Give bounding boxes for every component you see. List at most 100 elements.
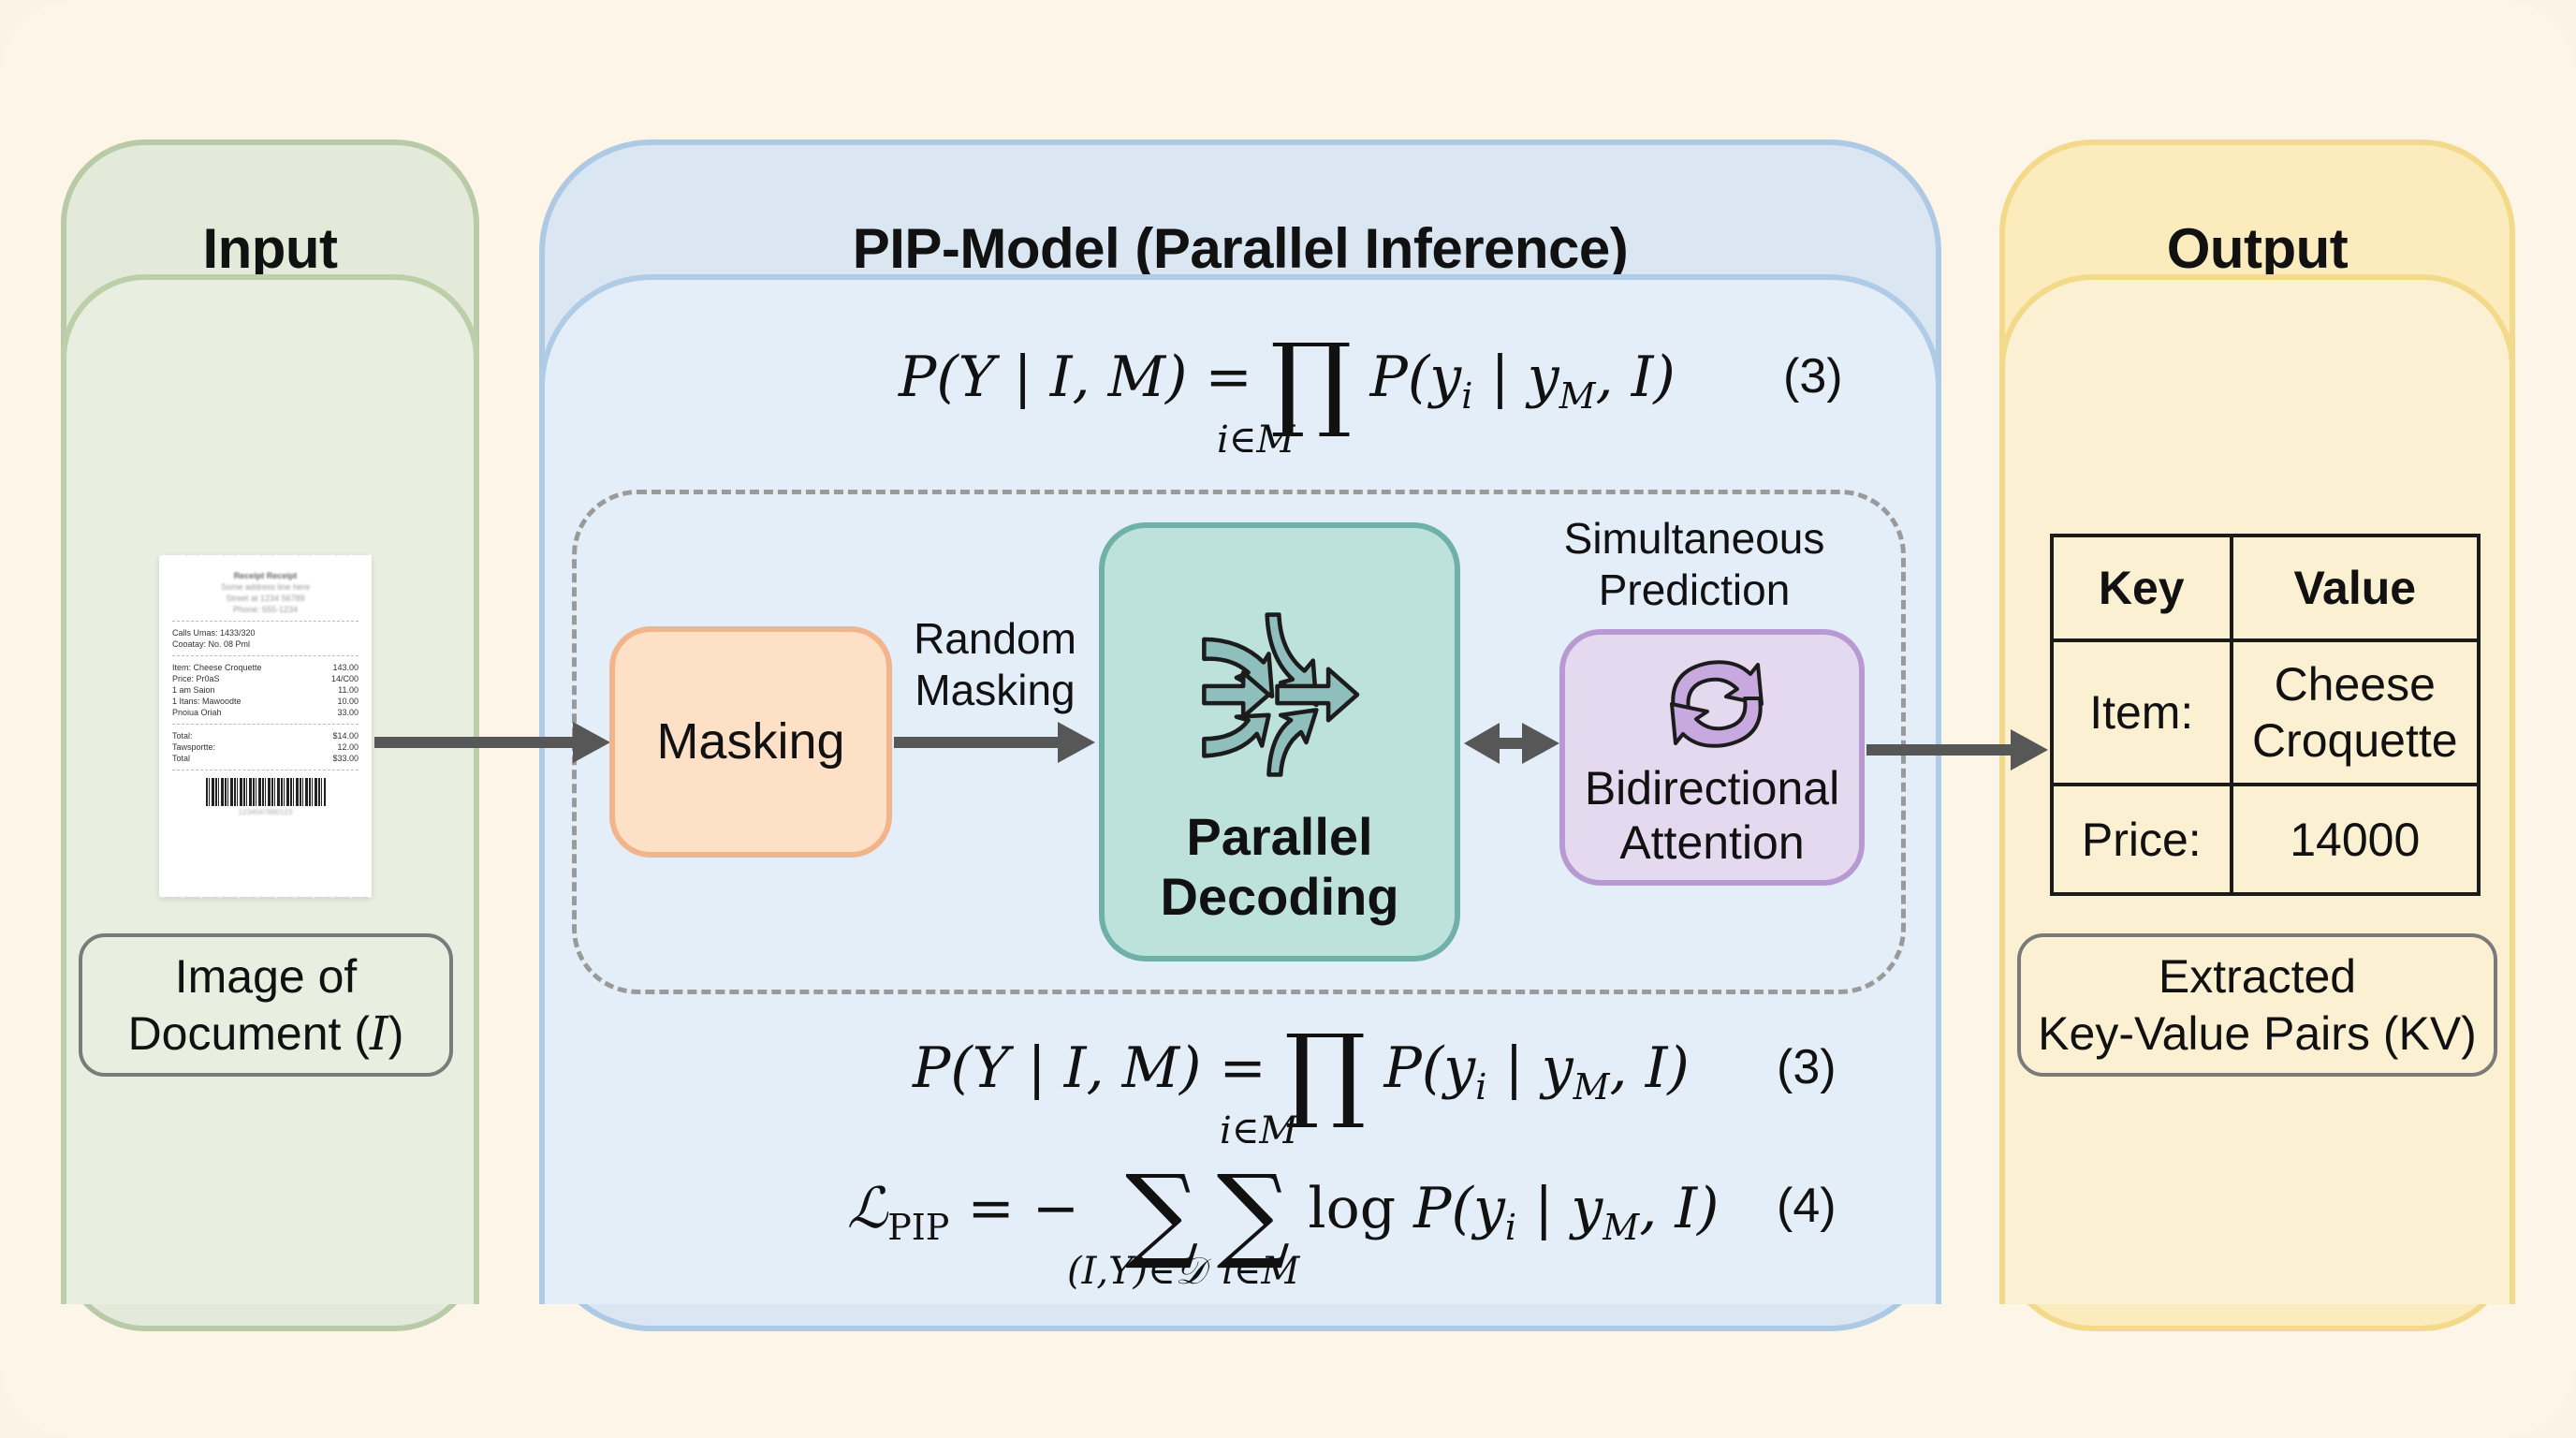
eq4-rhs: log P(yi | yM, I) xyxy=(1308,1176,1720,1248)
random-masking-caption-line2: Masking xyxy=(915,666,1076,715)
arrow-head-bidir-left xyxy=(1464,723,1500,764)
receipt-header-line: Street at 1234 56789 xyxy=(226,594,305,603)
receipt-separator xyxy=(172,621,359,622)
random-masking-caption-line1: Random xyxy=(914,614,1076,663)
kv-table-header-row: Key Value xyxy=(2050,534,2481,642)
arrow-attention-to-output xyxy=(1866,744,2012,756)
bidirectional-link xyxy=(1496,738,1524,749)
receipt-line: Total: $14.00 xyxy=(172,730,359,741)
receipt-line-amount: 11.00 xyxy=(338,685,359,695)
receipt-line-name: Tawsportte: xyxy=(172,742,216,752)
eq3-bottom-number: (3) xyxy=(1777,1040,1837,1094)
receipt-header-line: Some address line here xyxy=(220,582,311,592)
doc-label-symbol: I xyxy=(370,1005,388,1061)
eq4-equals: = − xyxy=(967,1176,1080,1241)
receipt-title: Receipt Receipt xyxy=(233,571,298,580)
parallel-decoding-label-line2: Decoding xyxy=(1160,867,1399,927)
barcode xyxy=(205,778,326,806)
equation-3-bottom: P(Y | I, M) = ∏ P(yi | yM, I) xyxy=(913,1020,1690,1123)
masking-node: Masking xyxy=(609,626,892,858)
receipt-line-name: Item: Cheese Croquette xyxy=(172,663,262,672)
arrow-head-attention-to-output xyxy=(2011,729,2048,770)
receipt-line-amount: 12.00 xyxy=(337,742,359,752)
receipt-line-amount: 143.00 xyxy=(332,663,359,672)
eq4-subscript-dataset: (I,Y)∈𝒟 xyxy=(1067,1250,1206,1293)
receipt-line: Total $33.00 xyxy=(172,753,359,764)
receipt-line-amount: 14/C00 xyxy=(330,674,359,683)
kv-header-value: Value xyxy=(2229,534,2481,642)
loss-subscript: PIP xyxy=(887,1207,950,1248)
receipt-line: Item: Cheese Croquette 143.00 xyxy=(172,662,359,673)
arrow-head-bidir-right xyxy=(1522,723,1559,764)
masking-label: Masking xyxy=(656,713,845,770)
receipt-separator xyxy=(172,724,359,725)
receipt-line-name: Total: xyxy=(172,731,193,741)
eq3-top-rhs: P(yi | yM, I) xyxy=(1369,345,1676,417)
simultaneous-caption-line2: Prediction xyxy=(1598,565,1791,615)
eq3-bottom-lhs: P(Y | I, M) = xyxy=(913,1035,1266,1101)
receipt-line-amount: 33.00 xyxy=(337,708,359,717)
kv-value-cell: Cheese Croquette xyxy=(2229,638,2481,786)
receipt-header-line: Phone: 555-1234 xyxy=(232,605,299,614)
receipt-meta-text: Cooatay: No. 08 Pml xyxy=(172,639,251,649)
receipt-torn-edge-top xyxy=(159,553,372,557)
parallel-decoding-node: Parallel Decoding xyxy=(1099,522,1460,961)
product-symbol: ∏ xyxy=(1269,321,1353,441)
receipt-line-amount: 10.00 xyxy=(337,697,359,706)
arrow-input-to-masking xyxy=(374,737,576,748)
document-image-label: Image of Document (I) xyxy=(79,933,453,1077)
receipt-line-name: Price: Pr0aS xyxy=(172,674,220,683)
receipt-meta: Cooatay: No. 08 Pml xyxy=(172,638,359,650)
receipt-line-name: Total xyxy=(172,754,191,763)
arrow-head-masking-to-decoding xyxy=(1058,722,1095,763)
table-row: Item: Cheese Croquette xyxy=(2050,638,2481,786)
kv-value-cell: 14000 xyxy=(2229,783,2481,896)
bidirectional-attention-label: Bidirectional Attention xyxy=(1565,762,1859,870)
model-panel-title: PIP-Model (Parallel Inference) xyxy=(852,217,1629,280)
simultaneous-caption-line1: Simultaneous xyxy=(1563,514,1825,563)
doc-label-paren: ) xyxy=(388,1006,404,1060)
receipt-line-amount: $33.00 xyxy=(332,754,359,763)
receipt-meta-text: Calls Umas: 1433/320 xyxy=(172,628,256,638)
receipt-meta: Calls Umas: 1433/320 xyxy=(172,627,359,638)
bidirectional-attention-node: Bidirectional Attention xyxy=(1559,629,1865,886)
output-panel-title: Output xyxy=(2166,217,2349,280)
kv-key-cell: Item: xyxy=(2050,638,2233,786)
equation-3-top: P(Y | I, M) = ∏ P(yi | yM, I) xyxy=(899,330,1676,433)
receipt-separator xyxy=(172,655,359,656)
receipt-line: 1 Itans: Mawoodte 10.00 xyxy=(172,696,359,707)
receipt-line-amount: $14.00 xyxy=(332,731,359,741)
refresh-cycle-icon xyxy=(1670,660,1764,748)
extracted-kv-label: Extracted Key-Value Pairs (KV) xyxy=(2017,933,2497,1077)
table-row: Price: 14000 xyxy=(2050,783,2481,896)
kv-header-key: Key xyxy=(2050,534,2233,642)
loss-symbol: ℒ xyxy=(847,1176,888,1241)
eq3-top-subscript: i∈M xyxy=(1217,418,1295,462)
receipt-line-name: Pnoiua Oriah xyxy=(172,708,222,717)
random-masking-caption: Random Masking xyxy=(906,613,1084,716)
equation-4: ℒPIP = − ∑ ∑ log P(yi | yM, I) xyxy=(847,1161,1719,1264)
converging-arrows-icon xyxy=(1202,612,1360,777)
key-value-table: Key Value Item: Cheese Croquette Price: … xyxy=(2050,534,2481,896)
input-panel-title: Input xyxy=(202,217,338,280)
receipt-torn-edge-bottom xyxy=(159,895,372,899)
eq3-bottom-subscript: i∈M xyxy=(1220,1109,1298,1152)
parallel-decoding-label: Parallel Decoding xyxy=(1105,807,1455,928)
receipt-line-name: 1 Itans: Mawoodte xyxy=(172,697,242,706)
bidir-label-line1: Bidirectional xyxy=(1584,762,1840,814)
product-symbol: ∏ xyxy=(1283,1012,1367,1132)
kv-label-line1: Extracted xyxy=(2158,949,2357,1003)
receipt-line: Pnoiua Oriah 33.00 xyxy=(172,707,359,718)
eq3-top-number: (3) xyxy=(1783,349,1843,404)
sum-symbol-masked: ∑ xyxy=(1216,1152,1291,1272)
simultaneous-prediction-caption: Simultaneous Prediction xyxy=(1526,513,1863,616)
doc-label-line2: Document (I) xyxy=(82,1005,449,1063)
eq3-bottom-rhs: P(yi | yM, I) xyxy=(1383,1035,1690,1108)
doc-label-line1: Image of xyxy=(174,949,358,1003)
bidir-label-line2: Attention xyxy=(1619,815,1805,869)
arrow-masking-to-decoding xyxy=(894,737,1061,748)
parallel-decoding-label-line1: Parallel xyxy=(1186,807,1373,866)
